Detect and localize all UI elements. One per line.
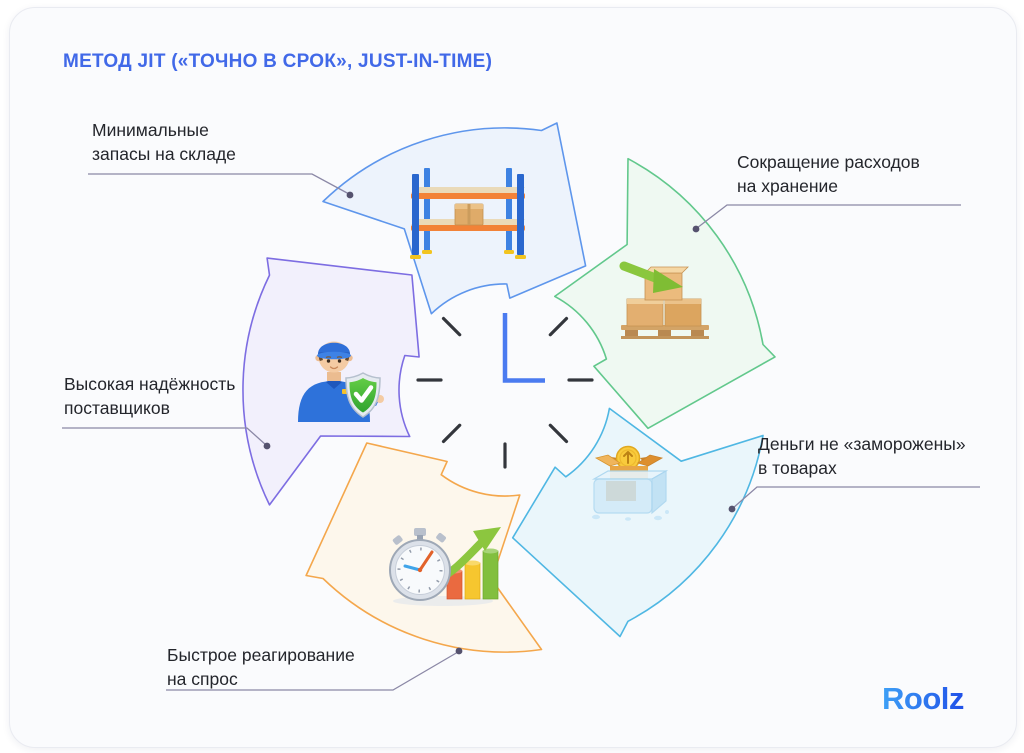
clock-tick bbox=[548, 316, 569, 337]
stopwatch-growth-icon bbox=[389, 527, 501, 606]
connector-line bbox=[166, 651, 459, 691]
courier-shield-icon bbox=[298, 341, 384, 422]
frozen-money-box-icon bbox=[591, 445, 669, 521]
clock-icon bbox=[416, 313, 594, 469]
clock-tick bbox=[441, 316, 462, 337]
pallet-boxes-icon bbox=[619, 261, 709, 339]
connector-line bbox=[88, 173, 350, 195]
benefit-label-fast-reaction: Быстрое реагирование на спрос bbox=[167, 645, 355, 689]
connector-lines bbox=[62, 173, 980, 691]
benefit-label-storage-costs: Сокращение расходов на хранение bbox=[737, 152, 920, 196]
connector-dot bbox=[692, 225, 700, 233]
benefit-label-money-frozen: Деньги не «заморожены» в товарах bbox=[758, 434, 966, 478]
connector-dot bbox=[346, 191, 354, 199]
clock-hands bbox=[502, 313, 545, 383]
connector-line bbox=[732, 486, 980, 509]
cycle-arrow-warehouse-rack bbox=[322, 122, 587, 315]
connector-dot bbox=[455, 647, 463, 655]
clock-tick bbox=[548, 423, 569, 444]
benefit-label-min-stock: Минимальные запасы на складе bbox=[92, 120, 236, 164]
connector-line bbox=[62, 427, 267, 446]
connector-dot bbox=[728, 505, 736, 513]
connector-line bbox=[696, 204, 961, 229]
benefit-label-reliability: Высокая надёжность поставщиков bbox=[64, 374, 236, 418]
clock-tick bbox=[441, 423, 462, 444]
cycle-arrow-frozen-money-box bbox=[511, 407, 764, 638]
page-title: МЕТОД JIT («ТОЧНО В СРОК», JUST-IN-TIME) bbox=[63, 51, 493, 72]
warehouse-rack-icon bbox=[410, 168, 526, 259]
connector-dot bbox=[263, 442, 271, 450]
roolz-logo: Roolz bbox=[882, 681, 964, 716]
